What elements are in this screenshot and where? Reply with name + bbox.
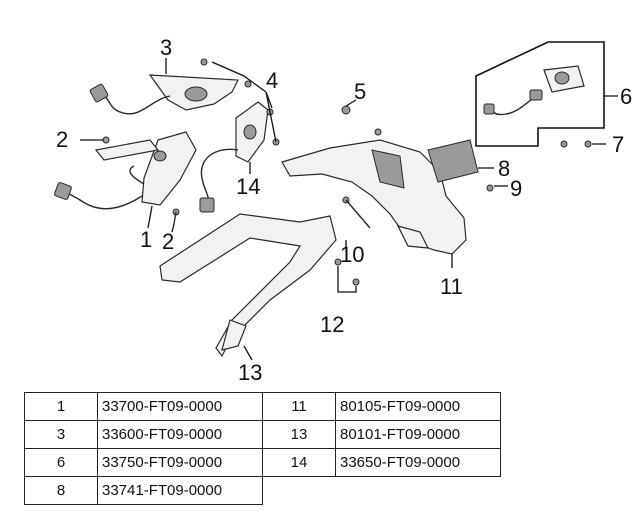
part-13-inner-rear-fender: [159, 213, 337, 358]
exploded-parts-diagram: 3 4 2 1 2 14 5 6 7 8 9 10 11 12 13: [54, 35, 632, 385]
part-number-cell: 33600-FT09-0000: [97, 420, 263, 449]
part-ref-cell: 8: [24, 476, 98, 505]
part-10-12-fasteners: [334, 105, 382, 286]
part-number-cell: 80105-FT09-0000: [335, 392, 501, 421]
part-ref-cell: 13: [262, 420, 336, 449]
part-9-nut: [486, 184, 494, 192]
part-number-cell: 33700-FT09-0000: [97, 392, 263, 421]
part-7-nuts: [560, 140, 592, 148]
callout-13: 13: [238, 360, 262, 385]
callout-4: 4: [266, 68, 278, 93]
part-ref-cell: 1: [24, 392, 98, 421]
part-ref-cell: 14: [262, 448, 336, 477]
part-ref-cell: 11: [262, 392, 336, 421]
part-number-cell: 33650-FT09-0000: [335, 448, 501, 477]
part-11-rear-fender: [281, 139, 467, 255]
callout-3: 3: [160, 35, 172, 60]
callout-12: 12: [320, 312, 344, 337]
part-number-cell: 33750-FT09-0000: [97, 448, 263, 477]
part-6-license-light: [475, 41, 605, 147]
part-1-rear-turn-signal: [54, 131, 197, 210]
callout-7: 7: [612, 132, 624, 157]
callout-1: 1: [140, 227, 152, 252]
callout-5: 5: [354, 79, 366, 104]
callout-9: 9: [510, 176, 522, 201]
part-2-screws: [90, 136, 180, 225]
callout-2-lower: 2: [162, 229, 174, 254]
part-3-rear-turn-signal: [89, 74, 239, 115]
part-number-cell: 80101-FT09-0000: [335, 420, 501, 449]
callout-10: 10: [340, 242, 364, 267]
part-8-reflector: [427, 139, 479, 183]
callout-6: 6: [620, 84, 632, 109]
callout-leaders: [80, 58, 618, 361]
callout-2-upper: 2: [56, 127, 68, 152]
part-ref-cell: 6: [24, 448, 98, 477]
part-number-cell: 33741-FT09-0000: [97, 476, 263, 505]
part-ref-cell: 3: [24, 420, 98, 449]
part-14-rear-turn-signal: [199, 101, 269, 213]
callout-8: 8: [498, 156, 510, 181]
callout-11: 11: [440, 274, 463, 299]
part-ref-cell: [263, 477, 336, 505]
callout-14: 14: [236, 174, 260, 199]
part-number-cell: [336, 477, 501, 505]
